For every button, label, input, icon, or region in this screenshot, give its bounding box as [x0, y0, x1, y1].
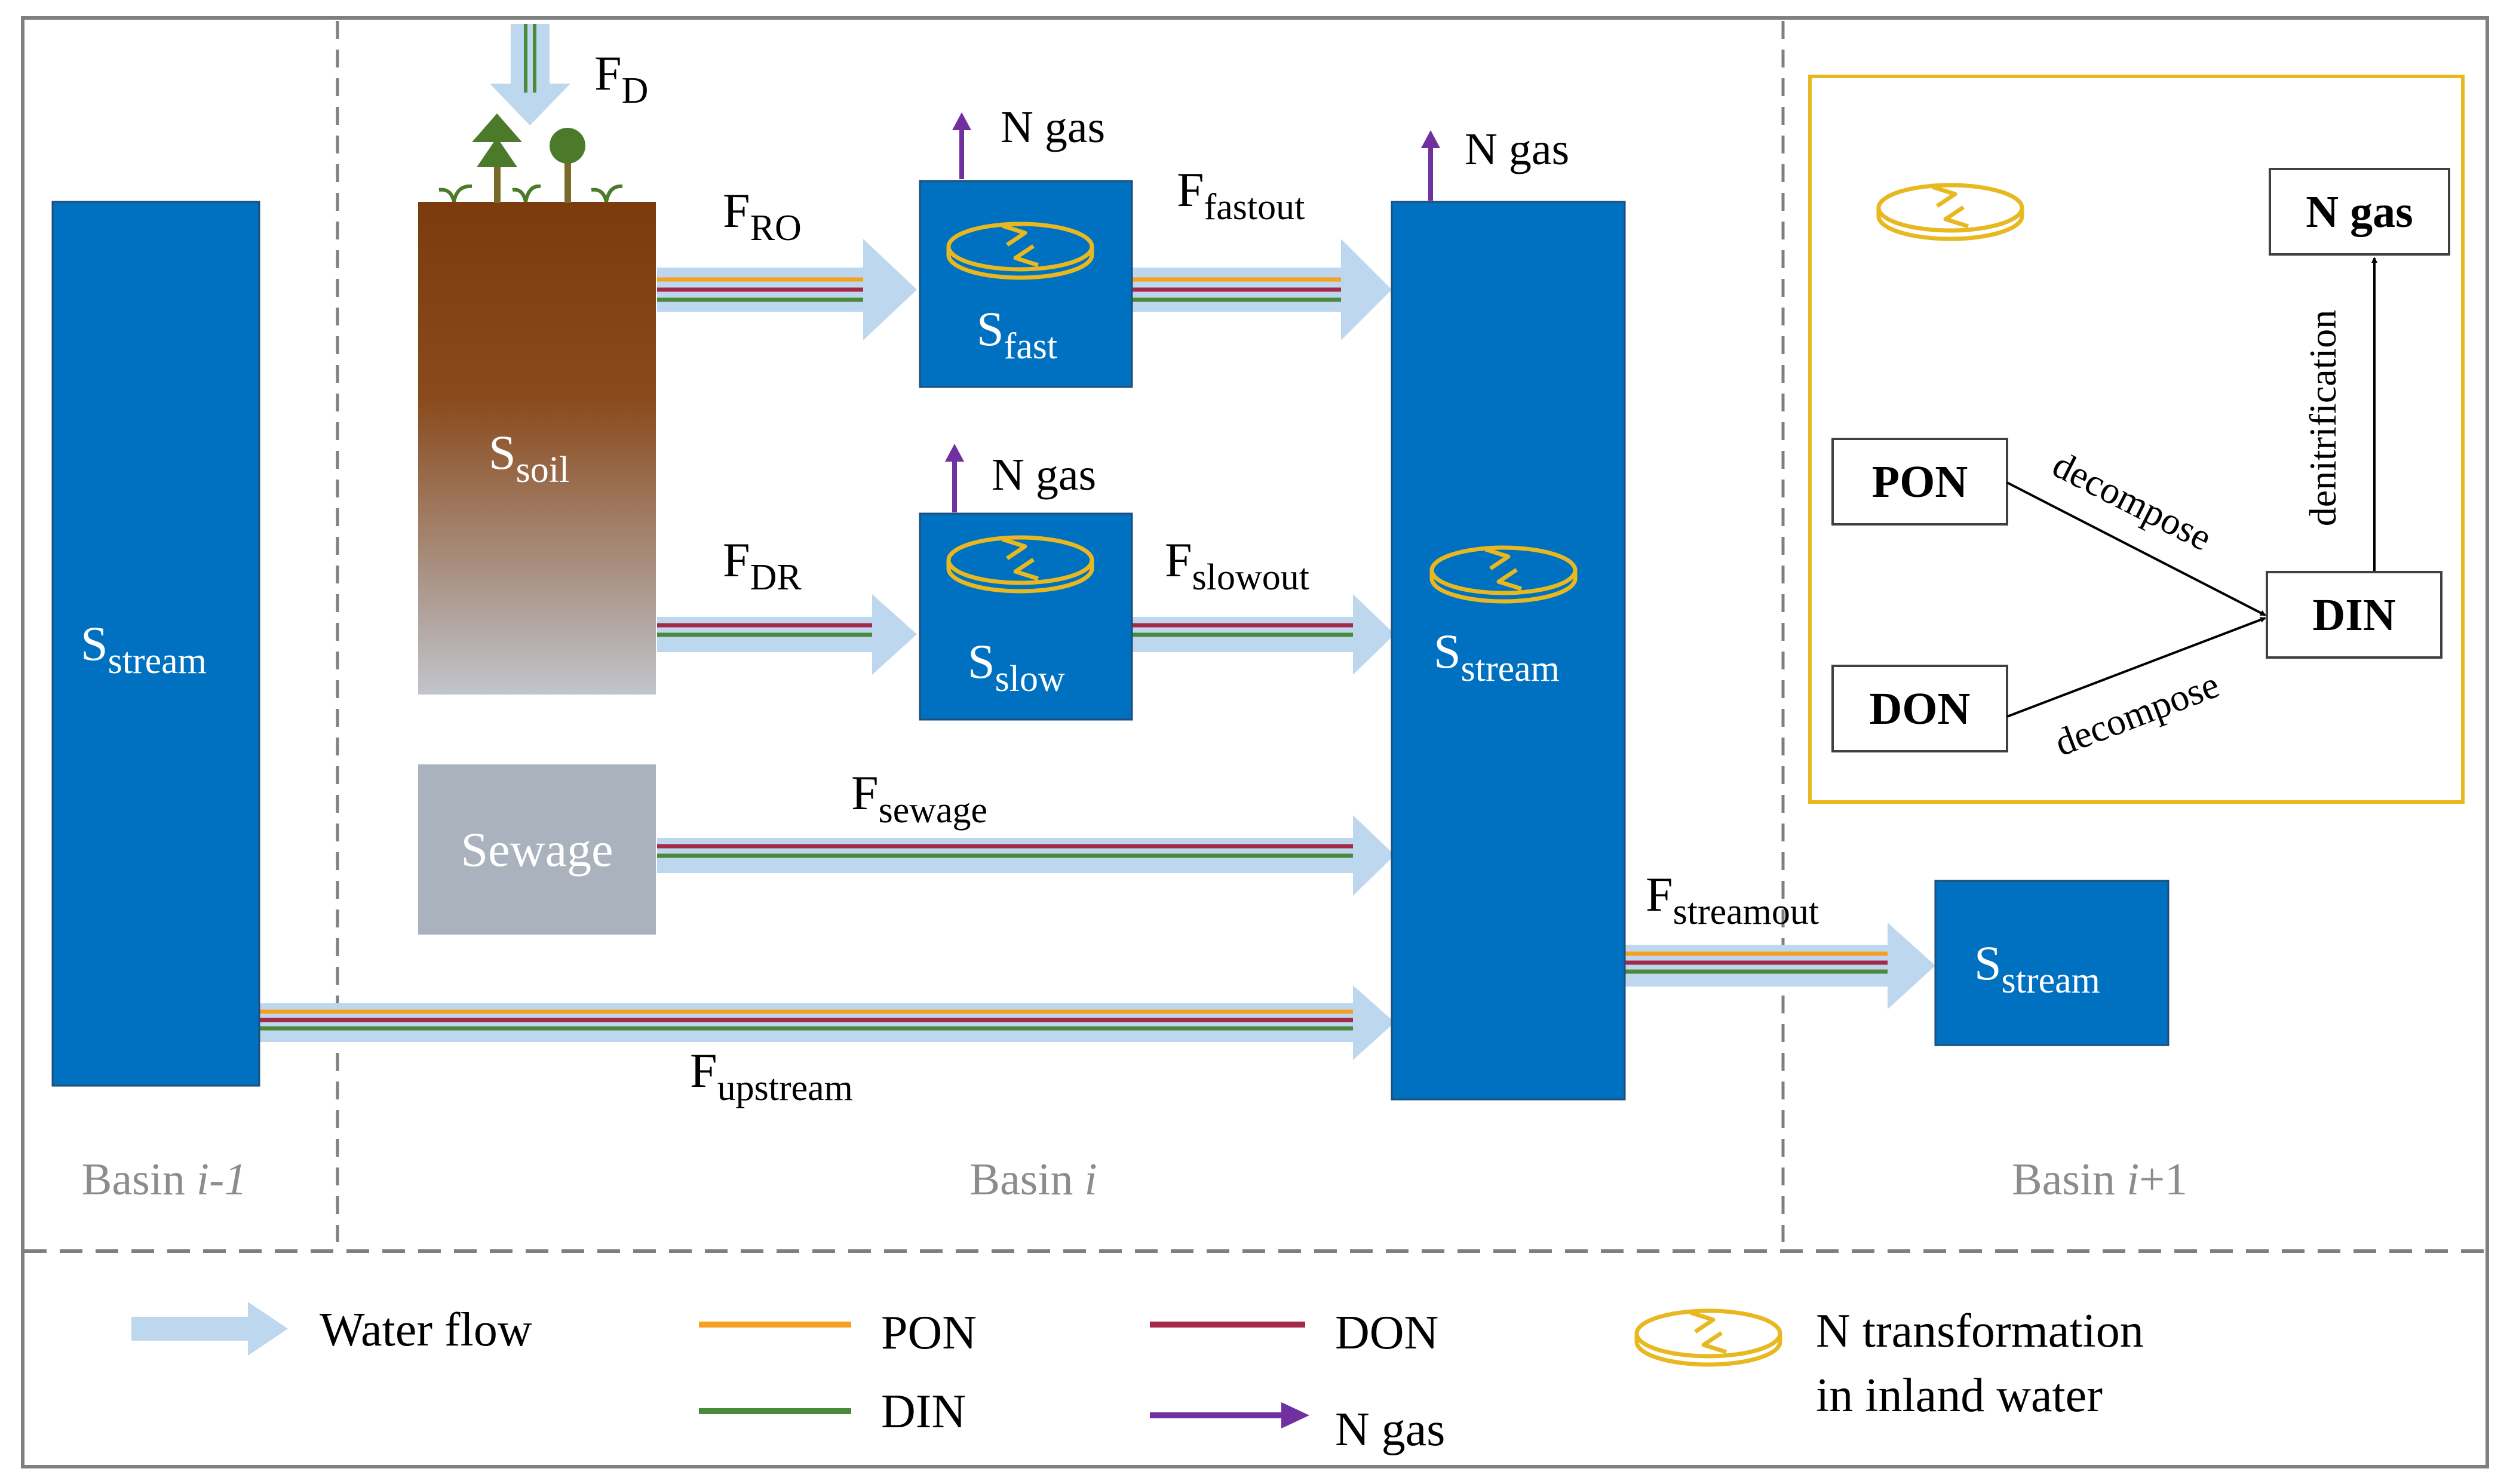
ngas-stream-label: N gas [1465, 124, 1569, 174]
ngas-arrow-fast-icon [952, 112, 971, 179]
legend: Water flow PON DIN DON N gas N transform… [131, 1302, 2144, 1456]
legend-transform-line2: in inland water [1816, 1369, 2103, 1422]
inset-ngas-label: N gas [2306, 187, 2413, 237]
basin-mid-label: Basin i [969, 1154, 1097, 1205]
ngas-slow-label: N gas [992, 450, 1096, 500]
transformation-inset: PON DON DIN N gas decompose decompose de… [1808, 75, 2465, 804]
inset-denitrification: denitrification [2302, 310, 2344, 527]
stream-right-label: Sstream [1974, 936, 2100, 1001]
flow-fstreamout [1625, 923, 1935, 1009]
fro-label: FRO [723, 183, 802, 248]
fstreamout-label: Fstreamout [1646, 867, 1819, 932]
inset-pon-box [1831, 438, 2008, 526]
fslowout-label: Fslowout [1165, 533, 1309, 598]
legend-transform-icon [1637, 1311, 1780, 1365]
vegetation-icon [438, 113, 623, 203]
stream-right-box [1934, 880, 2170, 1046]
soil-label: Ssoil [489, 425, 569, 490]
outer-frame [21, 16, 2489, 1468]
legend-din-label: DIN [881, 1385, 966, 1438]
flow-fd [490, 24, 570, 125]
flow-fupstream [260, 985, 1395, 1060]
ngas-arrow-slow-icon [945, 444, 964, 512]
ngas-arrow-stream-icon [1421, 130, 1440, 201]
fdr-label: FDR [723, 533, 802, 598]
legend-transform-line1: N transformation [1816, 1305, 2144, 1357]
stream-mid-label: Sstream [1434, 624, 1560, 689]
inset-don-label: DON [1870, 684, 1971, 734]
legend-water-flow-icon [131, 1302, 288, 1356]
fast-box [919, 180, 1133, 388]
fd-label: FD [594, 46, 648, 111]
sewage-box [418, 764, 656, 935]
legend-ngas-label: N gas [1335, 1403, 1445, 1456]
ffastout-label: Ffastout [1177, 162, 1305, 228]
flow-fslowout [1132, 594, 1395, 675]
flow-fro [657, 239, 917, 340]
legend-transform-label: N transformation in inland water [1816, 1305, 2144, 1422]
legend-ngas-arrowhead-icon [1281, 1402, 1309, 1428]
basin-right-label: Basin i+1 [2012, 1154, 2187, 1205]
soil-box [418, 202, 656, 695]
flow-fdr [657, 594, 917, 675]
slow-label: Sslow [968, 634, 1065, 699]
basin-left-label: Basin i-1 [82, 1154, 247, 1205]
stream-left-label: Sstream [81, 616, 207, 681]
fupstream-label: Fupstream [690, 1043, 853, 1108]
flow-fsewage [657, 815, 1395, 896]
inset-din-box [2266, 571, 2443, 659]
inset-ngas-box [2269, 168, 2450, 256]
legend-don-label: DON [1335, 1307, 1438, 1359]
ngas-fast-label: N gas [1001, 102, 1105, 152]
legend-water-flow-label: Water flow [320, 1304, 532, 1356]
inset-din-label: DIN [2312, 590, 2395, 640]
inset-pon-label: PON [1872, 457, 1968, 507]
fsewage-label: Fsewage [851, 766, 987, 831]
legend-pon-label: PON [881, 1307, 977, 1359]
inset-don-box [1831, 665, 2008, 752]
fast-label: Sfast [977, 302, 1057, 367]
sewage-label: Sewage [461, 822, 613, 877]
stream-mid-box [1391, 201, 1626, 1101]
stream-left-box [51, 201, 260, 1087]
flow-ffastout [1132, 239, 1392, 340]
